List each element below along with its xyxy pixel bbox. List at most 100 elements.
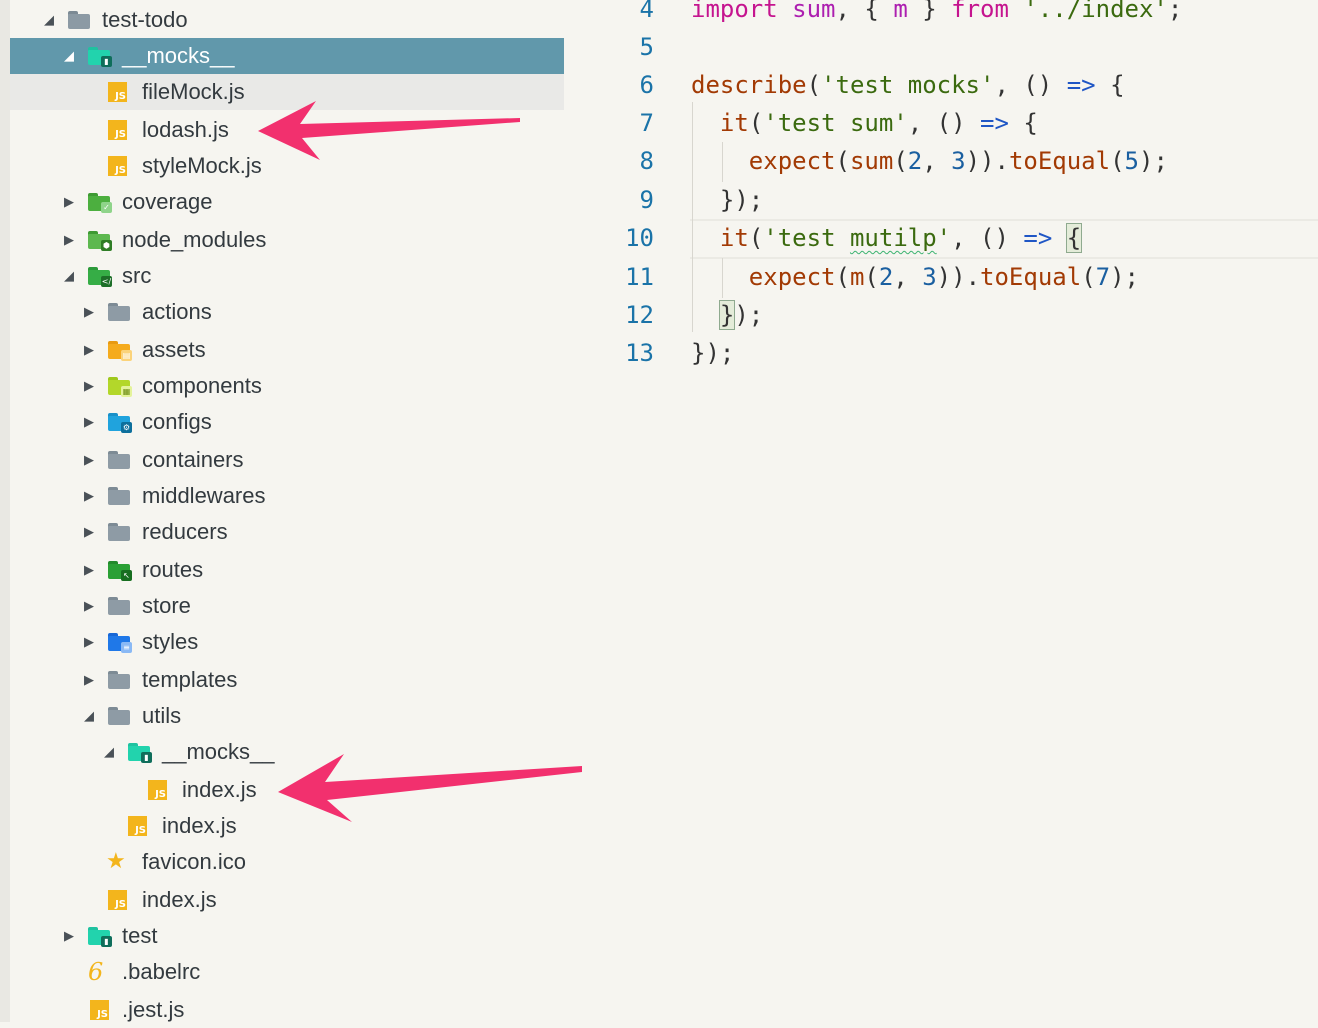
test-folder-icon: ▮ (88, 926, 112, 947)
tree-item-src[interactable]: ◢ </ src (10, 258, 564, 294)
collapsed-arrow-icon[interactable]: ▶ (84, 378, 94, 393)
tree-item-utils-mocks-index[interactable]: JS index.js (10, 772, 564, 808)
collapsed-arrow-icon[interactable]: ▶ (84, 634, 94, 649)
expanded-arrow-icon[interactable]: ◢ (104, 744, 114, 759)
tree-item-node-modules[interactable]: ▶ ⬢ node_modules (10, 222, 564, 258)
collapsed-arrow-icon[interactable]: ▶ (84, 452, 94, 467)
configs-folder-icon: ⚙ (108, 412, 132, 433)
expanded-arrow-icon[interactable]: ◢ (64, 48, 74, 63)
tree-item-mocks[interactable]: ◢ ▮ __mocks__ (10, 38, 564, 74)
line-number: 6 (639, 71, 654, 99)
tree-item-configs[interactable]: ▶ ⚙ configs (10, 404, 564, 440)
collapsed-arrow-icon[interactable]: ▶ (84, 598, 94, 613)
code-line: it('test mutilp', () => { (719, 223, 1083, 253)
folder-icon (108, 522, 130, 542)
annotation-arrow-icon (258, 101, 520, 160)
tree-item-reducers[interactable]: ▶ reducers (10, 514, 564, 550)
star-icon: ★ (106, 849, 126, 874)
collapsed-arrow-icon[interactable]: ▶ (84, 414, 94, 429)
tree-item-utils-mocks[interactable]: ◢ ▮ __mocks__ (10, 734, 564, 770)
expanded-arrow-icon[interactable]: ◢ (84, 708, 94, 723)
tree-item-routes[interactable]: ▶ ↖ routes (10, 552, 564, 588)
indent-guide (692, 102, 693, 332)
tree-item-utils-index[interactable]: JS index.js (10, 808, 564, 844)
js-file-icon: JS (146, 780, 168, 800)
current-line-highlight (690, 219, 1318, 259)
collapsed-arrow-icon[interactable]: ▶ (84, 488, 94, 503)
js-file-icon: JS (106, 120, 128, 140)
assets-folder-icon: ▤ (108, 340, 132, 361)
tree-item-utils[interactable]: ◢ utils (10, 698, 564, 734)
line-number: 5 (639, 33, 654, 61)
tree-item-test-todo[interactable]: ◢ test-todo (10, 2, 564, 38)
tree-item-lodash[interactable]: JS lodash.js (10, 112, 564, 148)
collapsed-arrow-icon[interactable]: ▶ (84, 342, 94, 357)
collapsed-arrow-icon[interactable]: ▶ (84, 304, 94, 319)
code-editor[interactable]: 4 5 6 7 8 9 10 11 12 13 import sum, { m … (564, 0, 1318, 1022)
collapsed-arrow-icon[interactable]: ▶ (84, 524, 94, 539)
collapsed-arrow-icon[interactable]: ▶ (64, 194, 74, 209)
line-number: 11 (625, 263, 654, 291)
tree-item-store[interactable]: ▶ store (10, 588, 564, 624)
tree-item-styles[interactable]: ▶ ≡ styles (10, 624, 564, 660)
folder-open-icon (68, 10, 90, 30)
styles-folder-icon: ≡ (108, 632, 132, 653)
tree-item-actions[interactable]: ▶ actions (10, 294, 564, 330)
js-file-icon: JS (126, 816, 148, 836)
node-modules-folder-icon: ⬢ (88, 230, 112, 251)
js-file-icon: JS (106, 82, 128, 102)
code-line: expect(sum(2, 3)).toEqual(5); (748, 147, 1168, 175)
components-folder-icon: ▦ (108, 376, 132, 397)
folder-icon (108, 670, 130, 690)
spellcheck-underline: mutilp (849, 224, 937, 252)
tree-item-stylemock[interactable]: JS styleMock.js (10, 148, 564, 184)
tree-item-test[interactable]: ▶ ▮ test (10, 918, 564, 954)
collapsed-arrow-icon[interactable]: ▶ (64, 928, 74, 943)
line-number: 12 (625, 301, 654, 329)
folder-icon (108, 302, 130, 322)
collapsed-arrow-icon[interactable]: ▶ (64, 232, 74, 247)
code-line: describe('test mocks', () => { (691, 71, 1125, 99)
indent-guide (722, 258, 723, 298)
tree-item-filemock[interactable]: JS fileMock.js (10, 74, 564, 110)
code-line: it('test sum', () => { (719, 109, 1038, 137)
line-number: 7 (639, 109, 654, 137)
tree-item-coverage[interactable]: ▶ ✓ coverage (10, 184, 564, 220)
collapsed-arrow-icon[interactable]: ▶ (84, 672, 94, 687)
folder-open-icon (108, 706, 130, 726)
folder-icon (108, 450, 130, 470)
code-line: import sum, { m } from '../index'; (691, 0, 1183, 23)
expanded-arrow-icon[interactable]: ◢ (44, 12, 54, 27)
folder-icon (108, 486, 130, 506)
tree-item-templates[interactable]: ▶ templates (10, 662, 564, 698)
tree-item-src-index[interactable]: JS index.js (10, 882, 564, 918)
collapsed-arrow-icon[interactable]: ▶ (84, 562, 94, 577)
tree-item-containers[interactable]: ▶ containers (10, 442, 564, 478)
tree-item-babelrc[interactable]: 6 .babelrc (88, 958, 201, 986)
code-line: }); (691, 339, 735, 367)
code-line: }); (718, 300, 764, 330)
tree-item-components[interactable]: ▶ ▦ components (10, 368, 564, 404)
js-file-icon: JS (88, 1000, 110, 1020)
routes-folder-icon: ↖ (108, 560, 132, 581)
folder-icon (108, 596, 130, 616)
code-line: expect(m(2, 3)).toEqual(7); (748, 263, 1139, 291)
bracket-match-highlight: } (718, 300, 736, 330)
line-number: 10 (625, 224, 654, 252)
js-file-icon: JS (106, 890, 128, 910)
tree-item-middlewares[interactable]: ▶ middlewares (10, 478, 564, 514)
bracket-match-highlight: { (1065, 223, 1083, 253)
expanded-arrow-icon[interactable]: ◢ (64, 268, 74, 283)
line-number: 8 (639, 147, 654, 175)
mocks-folder-icon: ▮ (88, 46, 112, 67)
tree-item-jest[interactable]: JS .jest.js (10, 992, 564, 1028)
babel-icon: 6 (88, 958, 104, 986)
tree-item-assets[interactable]: ▶ ▤ assets (10, 332, 564, 368)
line-number: 13 (625, 339, 654, 367)
line-number: 4 (639, 0, 654, 23)
tree-item-favicon[interactable]: ★ favicon.ico (106, 849, 246, 874)
indent-guide (722, 142, 723, 182)
line-number: 9 (639, 186, 654, 214)
js-file-icon: JS (106, 156, 128, 176)
